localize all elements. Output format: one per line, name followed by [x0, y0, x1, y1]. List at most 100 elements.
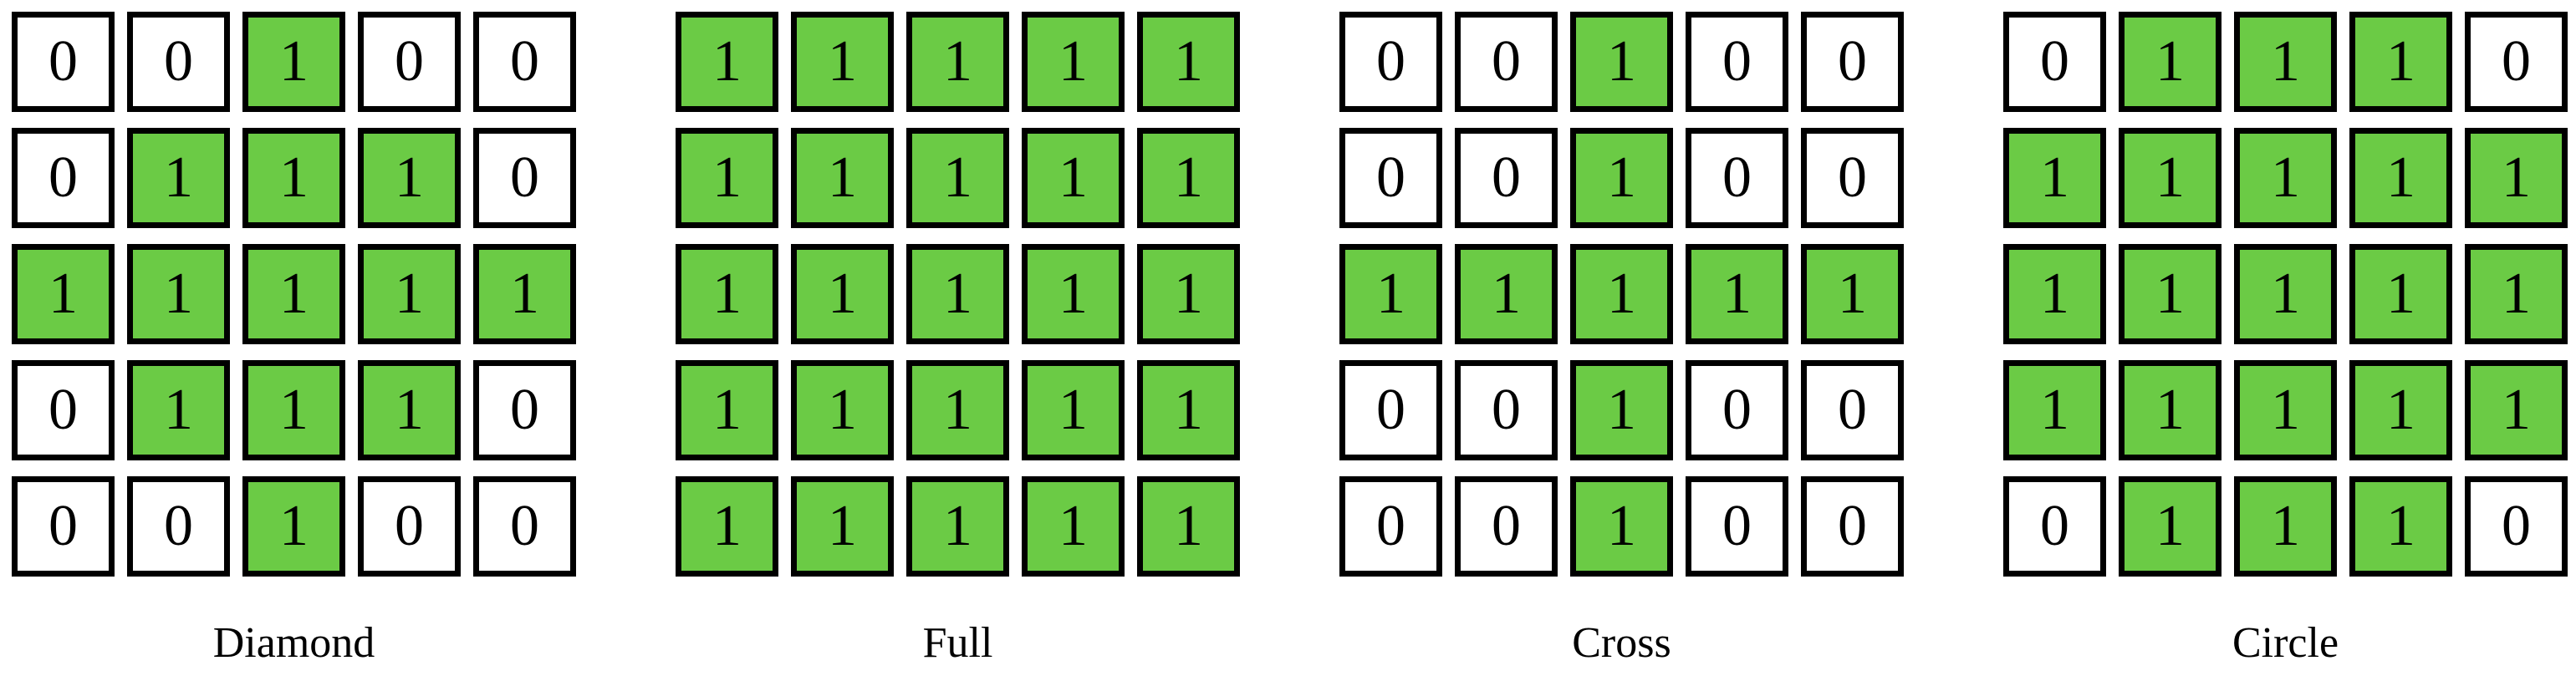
grid-cell: 1: [1137, 12, 1240, 112]
grid-cell: 1: [676, 12, 778, 112]
grid-cell: 0: [1339, 12, 1442, 112]
grid-cell: 1: [1022, 12, 1125, 112]
grid-cell: 1: [1455, 244, 1558, 344]
grid-cell: 1: [1137, 476, 1240, 577]
grid-cell: 0: [1686, 360, 1788, 460]
grid-cell: 0: [1339, 476, 1442, 577]
grid-cell: 1: [358, 360, 461, 460]
grid-cell: 1: [2119, 12, 2221, 112]
grid-cell: 1: [127, 360, 230, 460]
grid-cell: 1: [791, 476, 894, 577]
grid-cell: 0: [12, 12, 115, 112]
grid-cell: 1: [2119, 360, 2221, 460]
grid-cell: 0: [473, 128, 576, 228]
grid-cell: 1: [2234, 476, 2337, 577]
grid-cell: 0: [1801, 360, 1904, 460]
grid-cell: 1: [1801, 244, 1904, 344]
grid-cell: 1: [1570, 476, 1673, 577]
grid-cell: 1: [2465, 128, 2568, 228]
grid-cell: 0: [1801, 476, 1904, 577]
grid-cell: 0: [473, 360, 576, 460]
grid-cell: 0: [1455, 476, 1558, 577]
grid-cell: 0: [12, 476, 115, 577]
grid-cell: 1: [358, 244, 461, 344]
grid-cell: 1: [1570, 128, 1673, 228]
grid-cell: 1: [2119, 476, 2221, 577]
grid-cell: 0: [1455, 128, 1558, 228]
grid-cell: 0: [1686, 128, 1788, 228]
grid-cell: 1: [1570, 12, 1673, 112]
grid-cell: 0: [473, 476, 576, 577]
grid-cell: 0: [2465, 476, 2568, 577]
grid-cell: 1: [2003, 360, 2106, 460]
grid-cell: 1: [791, 12, 894, 112]
grid-cell: 1: [1570, 360, 1673, 460]
grid-cell: 1: [2234, 128, 2337, 228]
grid-cell: 1: [358, 128, 461, 228]
grid-cell: 1: [127, 244, 230, 344]
grid-cell: 0: [473, 12, 576, 112]
grid-cell: 1: [242, 360, 345, 460]
grid-cell: 0: [1801, 128, 1904, 228]
grid-cell: 0: [1686, 476, 1788, 577]
grid-cell: 0: [2465, 12, 2568, 112]
grid-cell: 1: [791, 128, 894, 228]
grid-cell: 1: [1022, 128, 1125, 228]
grid-cell: 1: [1137, 128, 1240, 228]
grid-cell: 1: [2349, 244, 2452, 344]
grid-cell: 1: [2465, 360, 2568, 460]
grid-cell: 1: [676, 360, 778, 460]
grid-cell: 1: [2119, 244, 2221, 344]
grid-cell: 1: [1137, 244, 1240, 344]
grid-cell: 0: [1686, 12, 1788, 112]
grid-cell: 1: [473, 244, 576, 344]
grid-cell: 0: [12, 128, 115, 228]
grid-cell: 1: [242, 476, 345, 577]
grid-cell: 1: [791, 360, 894, 460]
grid-cell: 1: [2234, 244, 2337, 344]
grid-cell: 1: [676, 128, 778, 228]
grid-cell: 1: [2349, 476, 2452, 577]
grid-cell: 1: [2349, 360, 2452, 460]
grid-cell: 0: [1339, 128, 1442, 228]
grid-cell: 1: [242, 244, 345, 344]
grid-cell: 1: [2349, 128, 2452, 228]
grid-cell: 1: [906, 12, 1009, 112]
grid-label: Cross: [1572, 619, 1671, 667]
grid-label: Circle: [2232, 619, 2339, 667]
grid-cell: 0: [1455, 360, 1558, 460]
grid-cell: 1: [1022, 244, 1125, 344]
grid-cell: 1: [906, 244, 1009, 344]
grid-cell: 0: [1339, 360, 1442, 460]
grid-cell: 0: [12, 360, 115, 460]
grid-cell: 1: [12, 244, 115, 344]
grid-cell: 1: [906, 128, 1009, 228]
grid-cell: 1: [676, 476, 778, 577]
grid-cell: 0: [2003, 476, 2106, 577]
grid-cell: 1: [2234, 360, 2337, 460]
grid-cell: 1: [2119, 128, 2221, 228]
grid-cell: 1: [791, 244, 894, 344]
grid-cell: 1: [1339, 244, 1442, 344]
grid-cell: 1: [1137, 360, 1240, 460]
grid-cell: 1: [2234, 12, 2337, 112]
grid-label: Diamond: [212, 619, 375, 667]
grid-cell: 1: [1570, 244, 1673, 344]
grid-cell: 1: [1022, 360, 1125, 460]
grid-cell: 1: [2349, 12, 2452, 112]
grid-cell: 1: [127, 128, 230, 228]
grid-cell: 1: [2003, 244, 2106, 344]
grid-cell: 0: [1801, 12, 1904, 112]
grid-cell: 0: [358, 476, 461, 577]
grid-cell: 0: [2003, 12, 2106, 112]
grid-cell: 1: [1686, 244, 1788, 344]
